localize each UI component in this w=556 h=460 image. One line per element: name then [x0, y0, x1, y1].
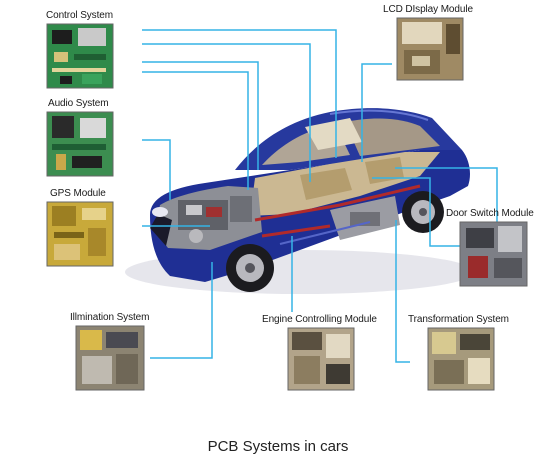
connector-transformation [395, 220, 410, 363]
illumination-thumbnail [76, 326, 144, 390]
connector-illumination [150, 262, 213, 359]
thumbnail-borders [46, 17, 528, 391]
audio-system-label: Audio System [48, 98, 109, 109]
connector-door-b [395, 167, 498, 232]
engine-controlling-thumbnail [288, 328, 354, 390]
figure-caption: PCB Systems in cars [207, 438, 349, 455]
door-switch-module-label: Door Switch Module [446, 208, 534, 219]
illmination-system-label: Illmination System [70, 312, 150, 323]
connector-lines [142, 29, 498, 363]
connector-control-interior [142, 43, 311, 182]
connector-control-lcd-area [142, 29, 337, 158]
door-switch-thumbnail [460, 222, 527, 286]
connector-door-a [372, 177, 460, 247]
control-system-label: Control System [46, 10, 113, 21]
connector-control-panel [142, 71, 249, 190]
gps-module-label: GPS Module [50, 188, 106, 199]
connector-control-dash [142, 61, 259, 170]
transformation-system-label: Transformation System [408, 314, 509, 325]
lcd-display-thumbnail [397, 18, 463, 80]
car-illustration [125, 108, 475, 294]
lcd-display-module-label: LCD DIsplay Module [383, 4, 473, 15]
gps-module-thumbnail [47, 202, 113, 266]
connector-lcd [361, 63, 392, 162]
engine-controlling-module-label: Engine Controlling Module [262, 314, 377, 325]
transformation-thumbnail [428, 328, 494, 390]
connector-audio [142, 139, 171, 200]
audio-system-thumbnail [47, 112, 113, 176]
control-system-thumbnail [47, 24, 113, 88]
